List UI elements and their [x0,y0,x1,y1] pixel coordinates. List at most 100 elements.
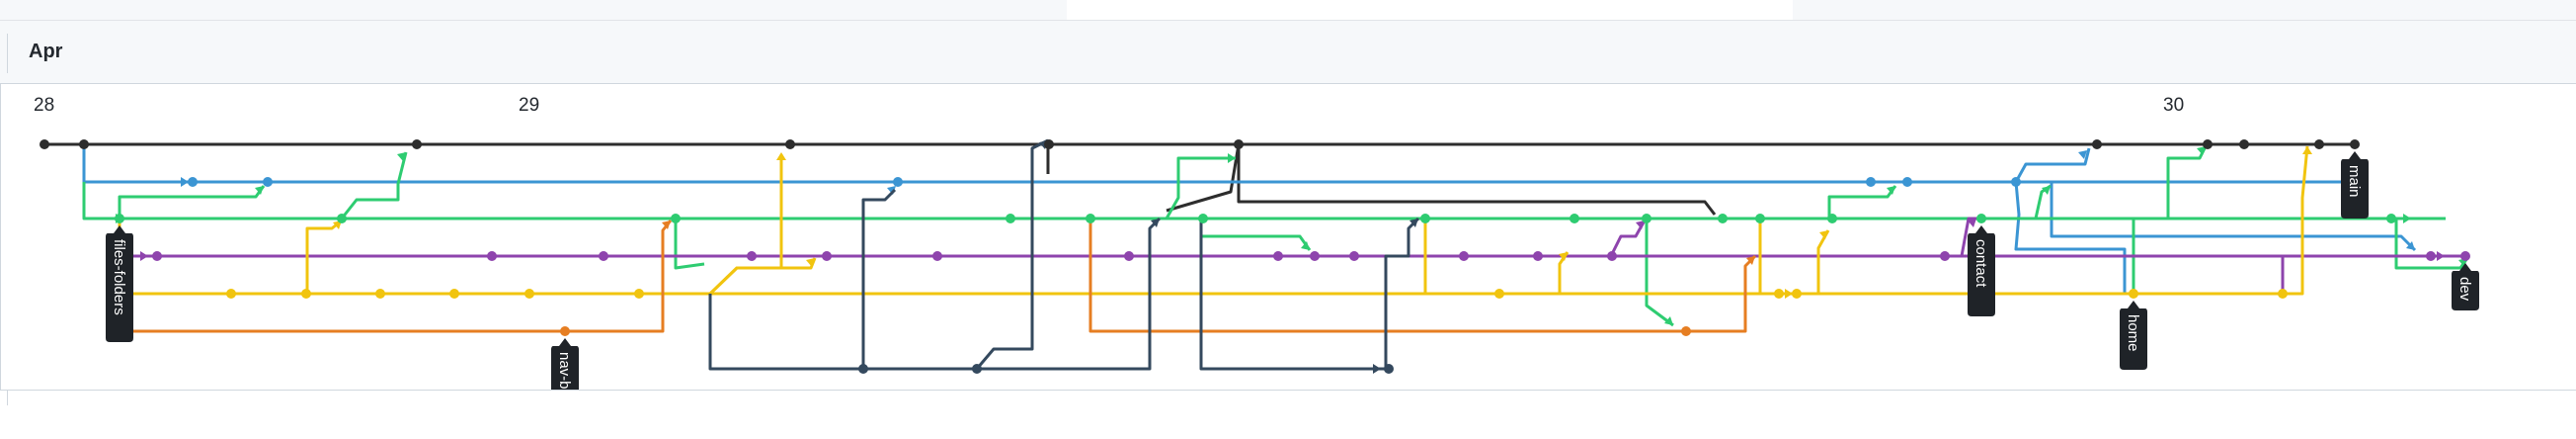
graph-bottom-divider [7,390,8,405]
commit-dot[interactable] [152,251,162,261]
commit-dot[interactable] [1384,364,1394,374]
commit-dot[interactable] [1234,139,1244,149]
commit-dot[interactable] [932,251,942,261]
top-strip [0,0,2576,40]
branch-tag-contact[interactable]: contact [1968,225,1995,316]
commit-dot[interactable] [226,289,236,299]
commit-dot[interactable] [1533,251,1543,261]
commit-dot[interactable] [1420,214,1430,223]
merge-arrow [397,152,406,161]
commit-dot[interactable] [1124,251,1134,261]
commit-dot[interactable] [79,139,89,149]
commit-dot[interactable] [412,139,422,149]
commit-dot[interactable] [2314,139,2324,149]
commit-dot[interactable] [2386,214,2396,223]
commit-dot[interactable] [1086,214,1095,223]
green-branch-line [1645,219,1674,327]
merge-arrow [1228,153,1236,163]
commit-dot[interactable] [524,289,534,299]
branch-tag-main[interactable]: main [2341,151,2369,219]
orange-branch-line [118,220,673,333]
commit-dot[interactable] [858,364,868,374]
commit-dot[interactable] [747,251,757,261]
commit-dot[interactable] [1774,289,1784,299]
graph-bottom-border [0,390,2576,391]
commit-dot[interactable] [2278,289,2288,299]
commit-dot[interactable] [40,139,49,149]
commit-dot[interactable] [1349,251,1359,261]
merge-arrow [2302,146,2312,154]
merge-arrow [806,258,815,267]
merge-arrow [2197,146,2206,155]
commit-dot[interactable] [560,326,570,336]
commit-dot[interactable] [1044,139,1054,149]
commit-dot[interactable] [487,251,497,261]
commit-dot[interactable] [188,177,198,187]
branch-tag-home[interactable]: home [2120,301,2147,370]
commit-dot[interactable] [1755,214,1765,223]
commit-dot[interactable] [1866,177,1876,187]
merge-arrow [1636,220,1645,229]
commit-dot[interactable] [2239,139,2249,149]
commit-dot[interactable] [671,214,681,223]
green-branch-line [1199,219,1312,251]
commit-dot[interactable] [599,251,608,261]
branch-tag-label: nav-bar [556,352,573,390]
commit-dot[interactable] [785,139,795,149]
timeline-header: Apr [0,20,2576,84]
commit-dot[interactable] [1792,289,1802,299]
merge-arrow [181,177,189,187]
commit-dot[interactable] [1006,214,1015,223]
yellow-branch-line [1758,219,1830,296]
commit-dot[interactable] [2426,251,2436,261]
commit-dot[interactable] [2460,251,2470,261]
commit-dot[interactable] [2092,139,2102,149]
commit-dot[interactable] [1198,214,1208,223]
commit-dot[interactable] [301,289,311,299]
commit-dot[interactable] [1976,214,1986,223]
commit-dot[interactable] [1459,251,1469,261]
commit-dot[interactable] [822,251,832,261]
commit-dot[interactable] [2011,177,2021,187]
commit-dot[interactable] [972,364,982,374]
branch-tag-files-folders[interactable]: files-folders [106,225,133,342]
commit-dot[interactable] [1718,214,1728,223]
merge-arrow [776,152,786,160]
commit-dot[interactable] [1940,251,1950,261]
merge-arrow [2042,186,2051,195]
commit-dot[interactable] [375,289,385,299]
commit-dot[interactable] [1570,214,1579,223]
commit-dot[interactable] [2350,139,2360,149]
header-divider [7,34,8,73]
day-label: 30 [2163,95,2184,116]
commit-dot[interactable] [2129,289,2138,299]
commit-dot[interactable] [1681,326,1691,336]
commit-dot[interactable] [893,177,903,187]
commit-dot[interactable] [1494,289,1504,299]
branch-tag-nav-bar[interactable]: nav-bar [551,338,579,390]
commit-dot[interactable] [1902,177,1912,187]
branch-tag-dev[interactable]: dev [2452,263,2479,310]
commit-dot[interactable] [634,289,644,299]
commit-dot[interactable] [1827,214,1837,223]
commit-dot[interactable] [1273,251,1283,261]
commit-dot[interactable] [1310,251,1320,261]
blue-branch-line [2014,181,2127,294]
orange-branch-line [1088,219,1685,333]
commit-dot[interactable] [449,289,459,299]
commit-dot[interactable] [1642,214,1651,223]
commit-dot[interactable] [263,177,273,187]
commit-dot[interactable] [1607,251,1617,261]
commit-dot[interactable] [337,214,347,223]
merge-arrow [1819,230,1828,239]
purple-branch-line [1960,217,1976,257]
commit-dot[interactable] [2203,139,2213,149]
green-branch-line [2132,145,2208,294]
merge-arrow [140,251,148,261]
commit-dot[interactable] [115,214,124,223]
merge-arrow [2403,214,2411,223]
branch-tag-label: home [2125,314,2141,352]
merge-arrow [1559,252,1568,261]
